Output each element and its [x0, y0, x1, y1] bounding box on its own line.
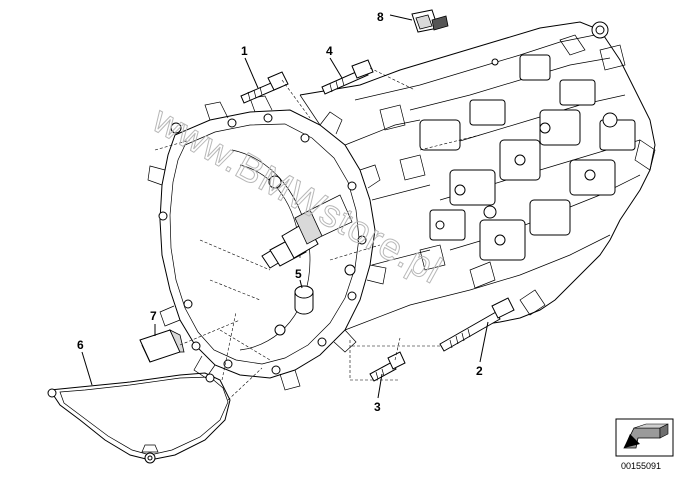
part-7-buffer	[139, 319, 241, 363]
bell-housing	[147, 94, 471, 391]
callout-1: 1	[241, 44, 248, 58]
reference-box: 00155091	[615, 418, 674, 471]
callout-3: 3	[374, 400, 381, 414]
part-8-sensor	[389, 9, 449, 33]
callout-6: 6	[77, 338, 84, 352]
part-2-bolt	[350, 297, 515, 363]
part-4-stud	[321, 57, 416, 95]
part-6-cover-plate	[47, 311, 263, 464]
callout-4: 4	[326, 44, 333, 58]
part-1-bolt	[240, 57, 311, 119]
callout-8: 8	[377, 10, 384, 24]
arrow-icon	[623, 423, 669, 449]
callout-2: 2	[476, 364, 483, 378]
callout-5: 5	[295, 267, 302, 281]
input-shaft	[261, 194, 353, 269]
watermark-text: www.BMWstore.pl	[145, 99, 449, 293]
reference-number: 00155091	[621, 461, 661, 471]
part-5-sleeve	[294, 279, 314, 315]
callout-7: 7	[150, 309, 157, 323]
gearbox-housing	[299, 21, 656, 326]
reference-lines	[154, 134, 481, 361]
part-3-bolt	[349, 337, 406, 399]
